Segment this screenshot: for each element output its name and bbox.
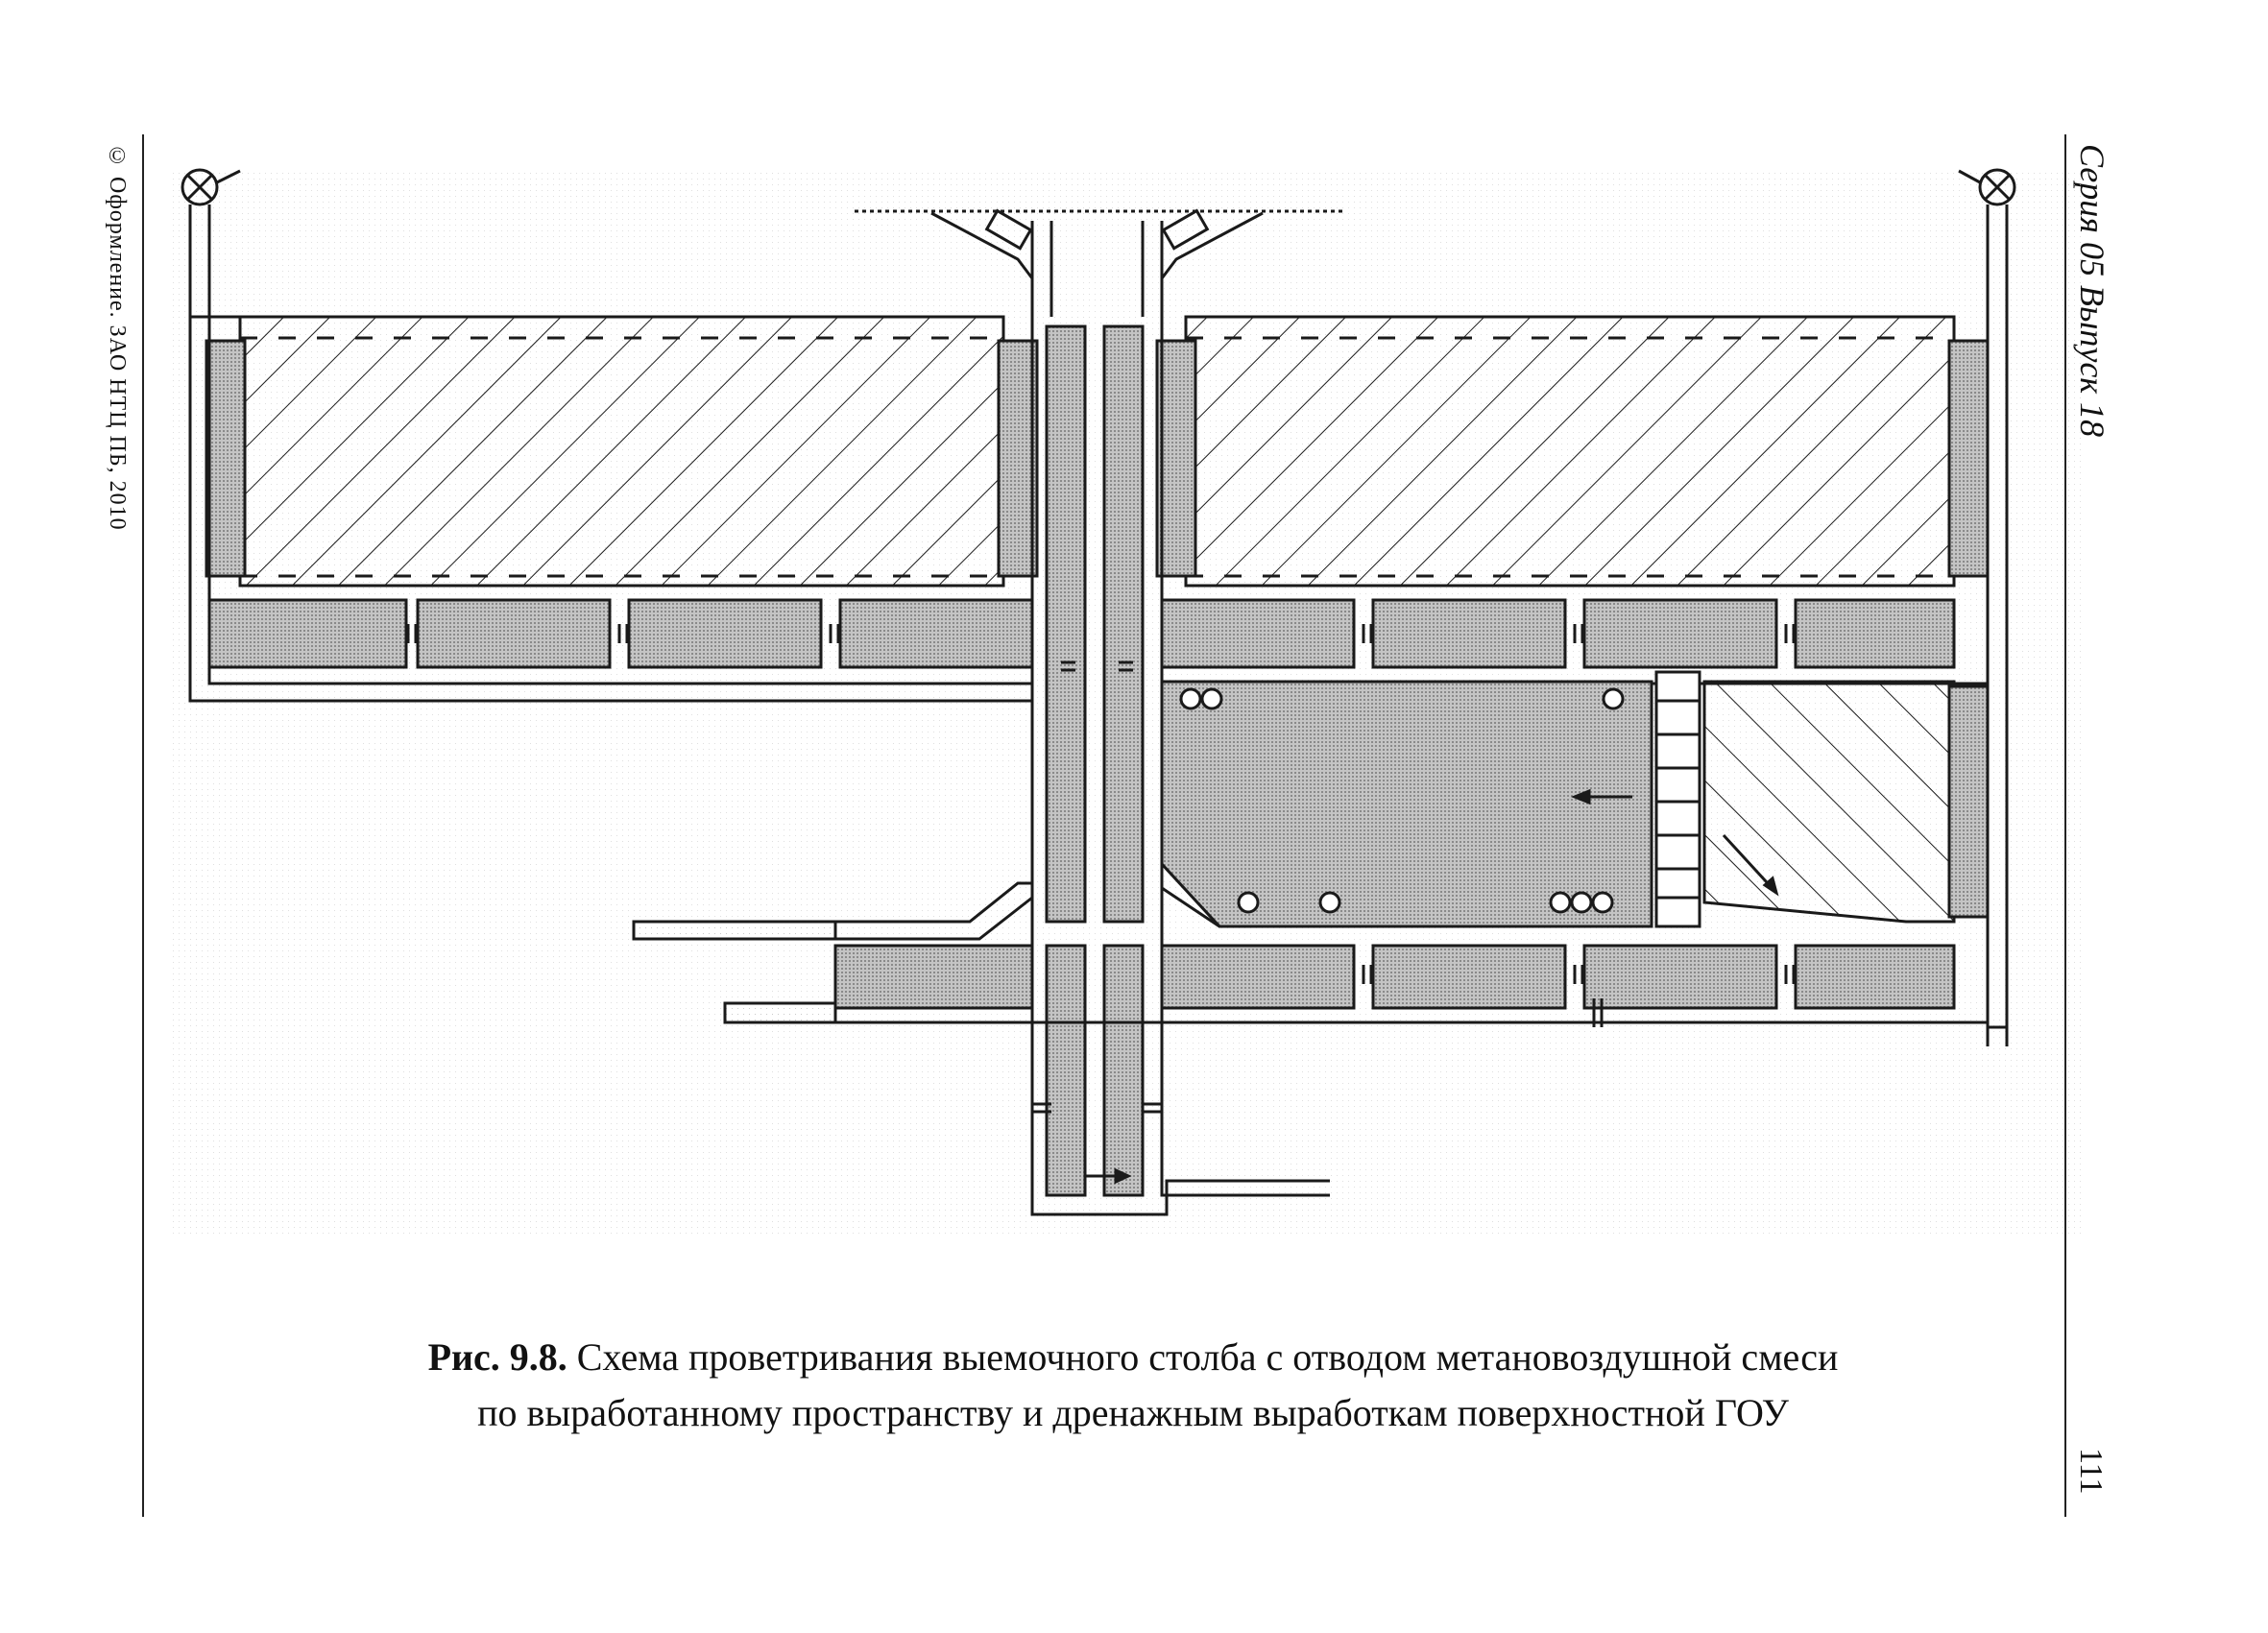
upper-right-panel	[1184, 315, 1956, 588]
upper-pillar-row	[207, 598, 1956, 669]
figure-number: Рис. 9.8.	[427, 1335, 567, 1379]
lower-right-goaf	[1702, 680, 1990, 924]
figure-caption: Рис. 9.8. Схема проветривания выемочного…	[250, 1330, 2016, 1441]
caption-line-2: по выработанному пространству и дренажны…	[477, 1391, 1789, 1434]
ventilation-doors	[406, 624, 1796, 1114]
copyright-note: © Оформление. ЗАО НТЦ ПБ, 2010	[105, 144, 130, 531]
edge-pillars	[205, 339, 1990, 578]
left-margin-rule	[142, 134, 144, 1517]
surface-fan-structure	[855, 208, 1344, 279]
air-flow-arrows	[1085, 788, 1779, 1185]
corner-fan-right	[1958, 168, 2016, 259]
central-entries	[1030, 221, 1330, 1216]
lower-drift-outline	[632, 881, 2009, 1046]
page-number: 111	[2073, 1448, 2109, 1495]
lower-goaf-area	[1160, 670, 1701, 928]
lower-pillar-row	[833, 944, 1956, 1010]
corner-fan-left	[181, 168, 241, 259]
upper-left-panel	[238, 315, 1005, 588]
caption-line-1: Схема проветривания выемочного столба с …	[576, 1335, 1839, 1379]
